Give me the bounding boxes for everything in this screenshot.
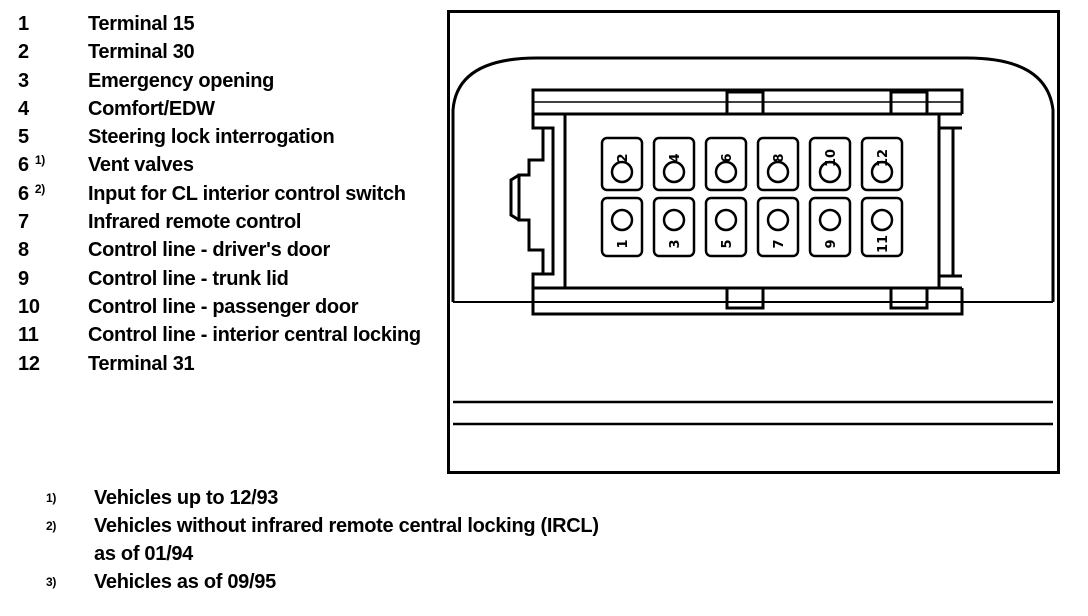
footnote-text: Vehicles up to 12/93 — [94, 487, 279, 509]
legend-label: Terminal 31 — [88, 352, 195, 375]
pin-cavity-2: 2 — [600, 136, 644, 192]
footnote-mark: 3) — [46, 575, 57, 589]
footnote-mark: 1) — [46, 491, 57, 505]
legend-label: Emergency opening — [88, 69, 275, 92]
pin-cavity-4: 4 — [652, 136, 696, 192]
legend-number: 1 — [18, 13, 29, 35]
legend-number: 8 — [18, 239, 29, 262]
connector-diagram: 2 4 6 8 10 — [447, 10, 1060, 474]
legend-label: Infrared remote control — [88, 211, 302, 234]
pin-label: 5 — [720, 239, 735, 248]
legend-number: 11 — [18, 324, 39, 347]
legend-label: Control line - driver's door — [88, 239, 330, 262]
pin-label: 2 — [616, 153, 631, 162]
pin-label: 6 — [720, 153, 735, 162]
pin-cavity-9: 9 — [808, 196, 852, 258]
legend-number: 10 — [18, 295, 40, 318]
pin-label: 7 — [772, 239, 787, 248]
pin-row-top: 2 4 6 8 10 — [600, 136, 904, 192]
footnote-text: as of 01/94 — [94, 543, 193, 565]
pin-cavity-8: 8 — [756, 136, 800, 192]
pin-cavity-11: 11 — [860, 196, 904, 258]
legend-label: Steering lock interrogation — [88, 126, 335, 149]
footnote-mark: 2) — [46, 519, 57, 533]
connector-body — [509, 88, 964, 316]
legend-label: Comfort/EDW — [88, 97, 215, 120]
pin-label: 4 — [668, 153, 683, 162]
legend-label: Control line - trunk lid — [88, 267, 289, 290]
legend-label: Terminal 15 — [88, 13, 195, 35]
housing-outline — [451, 56, 1055, 302]
legend-number: 12 — [18, 352, 40, 375]
legend-number: 7 — [18, 211, 29, 234]
pin-cavity-6: 6 — [704, 136, 748, 192]
pin-row-bottom: 1 3 5 7 9 — [600, 196, 904, 258]
pin-label: 12 — [876, 149, 891, 167]
diagram-frame — [447, 10, 1060, 474]
legend-number: 3 — [18, 69, 29, 92]
pin-cavity-12: 12 — [860, 136, 904, 192]
pin-cavity-1: 1 — [600, 196, 644, 258]
footnote-text: Vehicles without infrared remote central… — [94, 515, 599, 537]
legend-number: 4 — [18, 97, 29, 120]
pin-cavity-5: 5 — [704, 196, 748, 258]
pin-label: 10 — [824, 149, 839, 167]
pin-label: 3 — [668, 239, 683, 248]
legend-number: 9 — [18, 267, 29, 290]
legend-number: 5 — [18, 126, 29, 149]
pin-label: 1 — [616, 239, 631, 248]
pin-label: 8 — [772, 153, 787, 162]
legend-label: Control line - passenger door — [88, 295, 359, 318]
pin-label: 9 — [824, 239, 839, 248]
pin-cavity-10: 10 — [808, 136, 852, 192]
pin-cavity-7: 7 — [756, 196, 800, 258]
footnote-text: Vehicles as of 09/95 — [94, 571, 276, 593]
pin-cavity-3: 3 — [652, 196, 696, 258]
legend-label: Input for CL interior control switch — [88, 182, 406, 205]
legend-number: 2 — [18, 41, 29, 64]
legend-label: Terminal 30 — [88, 41, 195, 64]
legend-label: Vent valves — [88, 154, 194, 177]
legend-label: Control line - interior central locking — [88, 324, 421, 347]
pin-label: 11 — [876, 235, 891, 253]
